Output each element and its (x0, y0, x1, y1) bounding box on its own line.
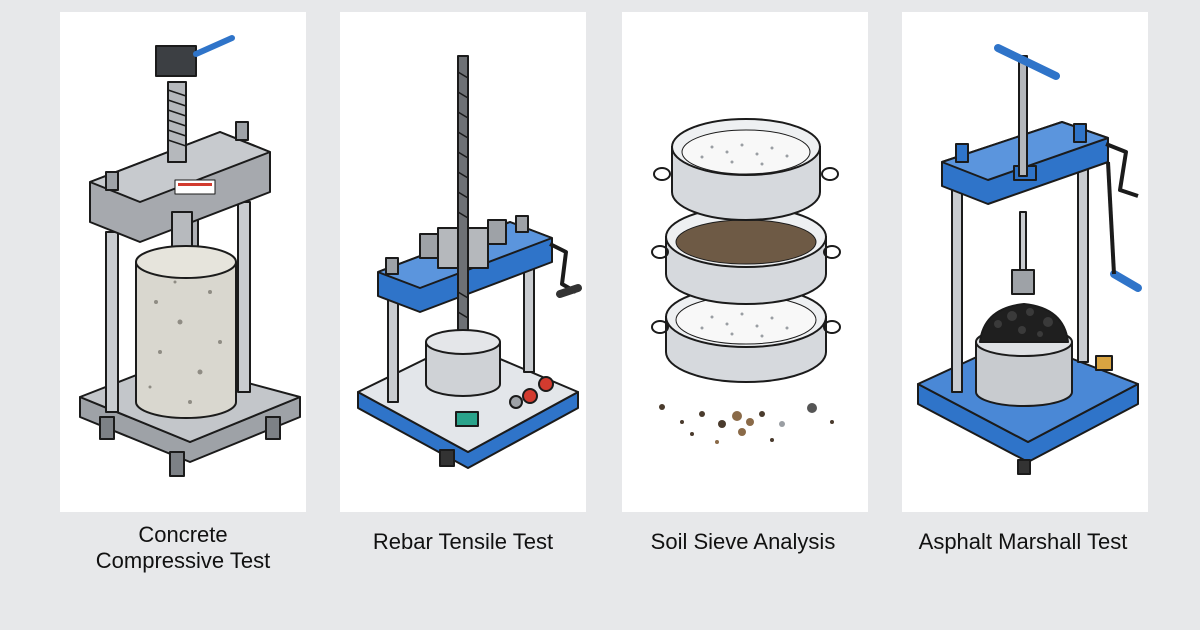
sieve-stack-icon (651, 118, 841, 444)
caption-rebar-tensile: Rebar Tensile Test (372, 529, 554, 554)
caption-concrete-compressive: Concrete Compressive Test (43, 522, 323, 574)
caption-asphalt-marshall: Asphalt Marshall Test (918, 529, 1128, 554)
panel-rebar-tensile (340, 12, 586, 512)
panel-soil-sieve (622, 12, 868, 512)
compression-press-icon (79, 35, 301, 477)
panel-asphalt-marshall (902, 12, 1148, 512)
caption-soil-sieve: Soil Sieve Analysis (650, 529, 836, 554)
caption-concrete-line: Concrete Compressive Test (95, 522, 271, 573)
panel-concrete-compressive (60, 12, 306, 512)
marshall-tester-icon (917, 44, 1142, 475)
tensile-tester-icon (357, 55, 582, 469)
